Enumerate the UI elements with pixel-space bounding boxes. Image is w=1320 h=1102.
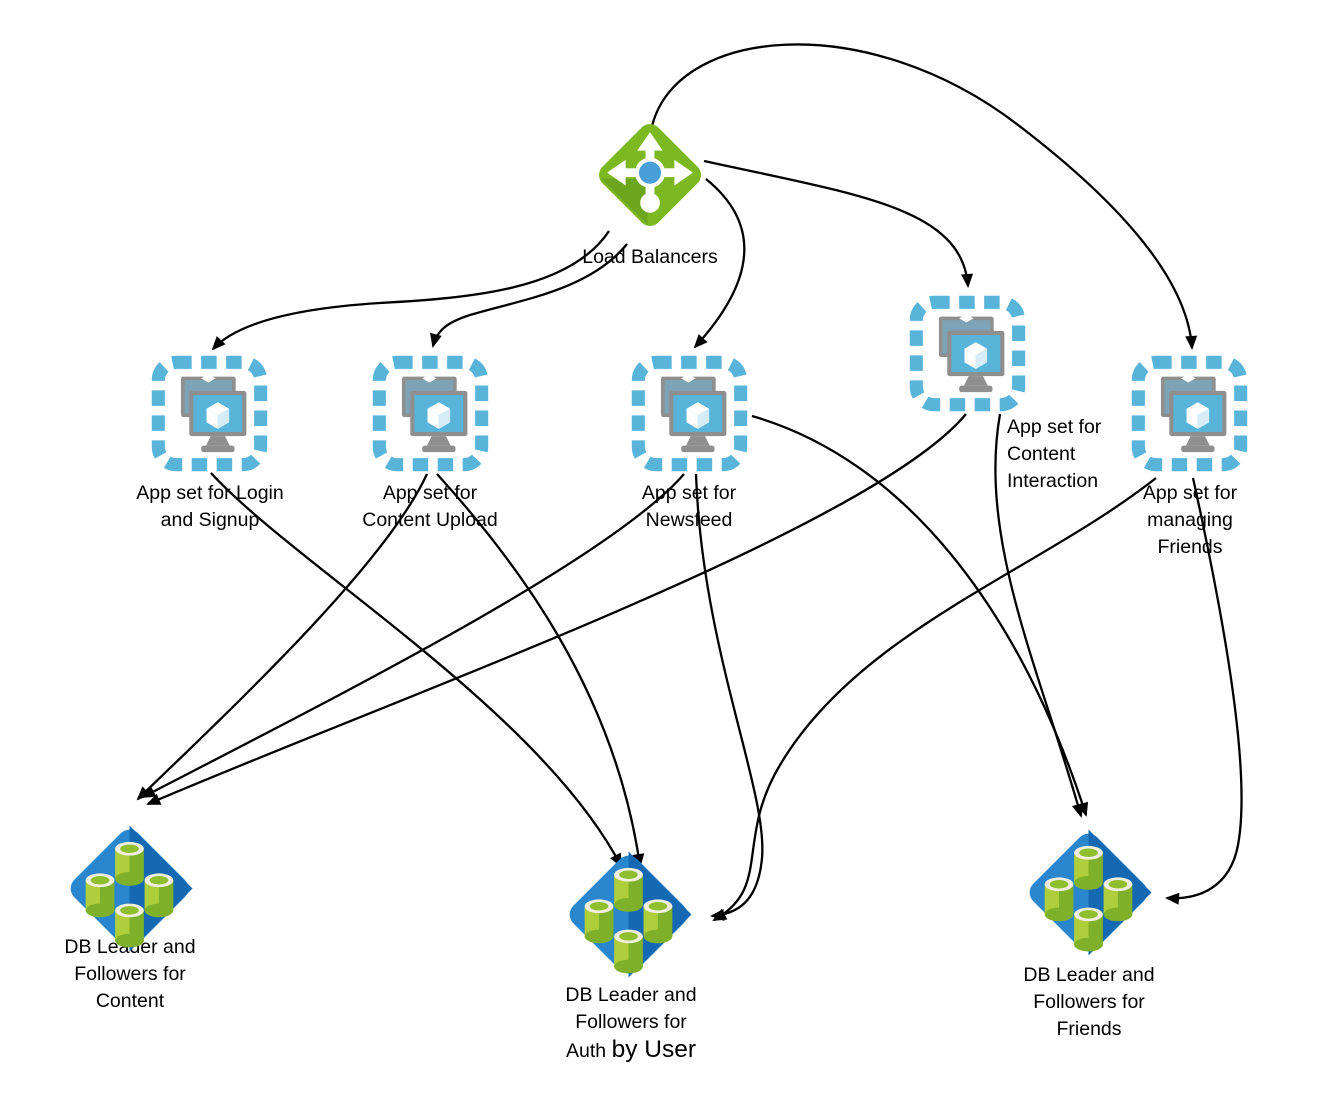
vm-scale-set-icon xyxy=(631,355,748,472)
database-cluster-icon xyxy=(569,851,692,978)
app-content-upload-label: App set for Content Upload xyxy=(362,482,498,531)
node-load-balancers xyxy=(592,117,708,233)
edge-app-content-interaction-to-db-content xyxy=(146,413,967,806)
node-app-content-upload xyxy=(371,354,490,473)
database-cluster-icon xyxy=(1029,829,1152,956)
vm-scale-set-icon xyxy=(1131,355,1248,472)
app-newsfeed-label: App set for Newsfeed xyxy=(641,482,737,531)
app-content-interaction-label: App set for Content Interaction xyxy=(1007,416,1102,492)
load-balancers-label: Load Balancers xyxy=(582,246,718,268)
db-friends-label: DB Leader and Followers for Friends xyxy=(1023,964,1155,1040)
node-db-content xyxy=(61,820,198,957)
node-db-auth xyxy=(560,846,697,983)
node-app-managing-friends xyxy=(1130,354,1249,473)
vm-scale-set-icon xyxy=(151,355,268,472)
edge-load-balancers-to-app-content-interaction xyxy=(703,159,974,288)
load-balancer-icon xyxy=(599,124,701,226)
node-app-login-signup xyxy=(150,354,269,473)
db-auth-label-large: by User xyxy=(611,1036,696,1063)
vm-scale-set-icon xyxy=(909,295,1026,412)
node-app-content-interaction xyxy=(908,294,1027,413)
db-content-label: DB Leader and Followers for Content xyxy=(64,936,196,1012)
node-db-friends xyxy=(1020,824,1157,961)
app-managing-friends-label: App set for managing Friends xyxy=(1142,482,1238,558)
app-login-signup-label: App set for Login and Signup xyxy=(136,482,284,531)
database-cluster-icon xyxy=(70,825,193,952)
edge-app-newsfeed-to-db-auth xyxy=(694,473,764,922)
db-auth-label-small: Auth xyxy=(566,1040,612,1062)
vm-scale-set-icon xyxy=(372,355,489,472)
edge-load-balancers-to-app-login-signup xyxy=(211,230,610,351)
node-app-newsfeed xyxy=(630,354,749,473)
